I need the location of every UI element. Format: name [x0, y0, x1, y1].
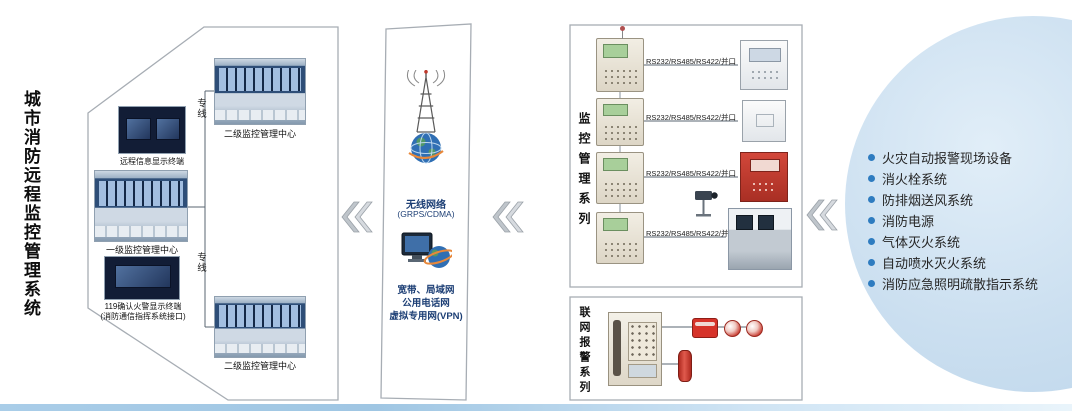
keypad: [750, 68, 778, 84]
caption-119-line2: (消防通信指挥系统接口): [100, 312, 186, 321]
monitor: [736, 215, 754, 231]
screen: [115, 265, 171, 289]
bus-label-4: RS232/RS485/RS422/并口: [645, 229, 737, 238]
alarm-sounder-icon: [746, 320, 763, 337]
caption-level2-top: 二级监控管理中心: [223, 129, 296, 139]
device-cabinet: [742, 100, 786, 142]
bullet-icon: [868, 154, 875, 161]
chevron-left-icon: [806, 199, 838, 231]
wired-network-line2: 公用电话网: [402, 298, 450, 309]
lcd-display: [602, 158, 629, 171]
feature-label: 消防电源: [882, 214, 935, 229]
display: [749, 47, 781, 63]
feature-item: 消防应急照明疏散指示系统: [868, 273, 1038, 294]
bullet-icon: [868, 259, 875, 266]
device-control-console: [728, 208, 792, 270]
dedicated-line-label-bottom: 专线: [195, 252, 206, 273]
bus-label-1: RS232/RS485/RS422/并口: [645, 57, 737, 66]
feature-label: 消火栓系统: [882, 172, 948, 187]
bus-lines: [644, 64, 738, 238]
keypad: [602, 124, 637, 141]
wireless-network-sublabel: (GRPS/CDMA): [397, 209, 455, 219]
feature-item: 消防电源: [868, 210, 1038, 231]
monitor-series-label: 监控管理系列: [577, 112, 591, 232]
emergency-phone-icon: [692, 318, 718, 338]
feature-label: 气体灭火系统: [882, 235, 961, 250]
left-panel-lines: [188, 90, 214, 328]
bullet-icon: [868, 196, 875, 203]
keypad: [602, 240, 637, 259]
phone-handset: [695, 321, 715, 327]
cctv-camera-icon: [695, 191, 718, 217]
caption-remote-display: 远程信息显示终端: [120, 157, 184, 166]
device-wall-panel: [740, 40, 788, 90]
bullet-icon: [868, 175, 875, 182]
device-fire-alarm-panel-3: [596, 152, 644, 204]
caption-119-line1: 119确认火警显示终端: [104, 302, 182, 311]
keypad: [602, 180, 637, 199]
feature-label: 消防应急照明疏散指示系统: [882, 277, 1039, 292]
chevron-left-icon: [492, 201, 524, 233]
photo-level2-center-top: [214, 58, 306, 125]
bullet-icon: [868, 280, 875, 287]
lcd-display: [602, 44, 629, 58]
feature-label: 防排烟送风系统: [882, 193, 974, 208]
photo-level2-center-bottom: [214, 296, 306, 358]
alarm-panel-outline: [569, 296, 803, 401]
page-title: 城市消防远程监控管理系统: [21, 90, 40, 318]
feature-list: 火灾自动报警现场设备 消火栓系统 防排烟送风系统 消防电源 气体灭火系统 自动喷…: [868, 147, 1038, 294]
device-fire-alarm-panel-4: [596, 212, 644, 264]
internet-globe-monitor-icon: [401, 232, 452, 268]
radio-tower-icon: [406, 70, 446, 164]
handset: [612, 320, 622, 377]
photo-119-terminal: [104, 256, 180, 300]
display: [627, 364, 657, 378]
bullet-icon: [868, 238, 875, 245]
alarm-sounder-icon: [724, 320, 741, 337]
feature-item: 消火栓系统: [868, 168, 1038, 189]
feature-item: 防排烟送风系统: [868, 189, 1038, 210]
monitor: [757, 215, 775, 231]
screen: [155, 118, 181, 141]
keypad: [602, 67, 637, 87]
chevron-left-icon: [341, 201, 373, 233]
device-fire-alarm-panel-1: [596, 26, 644, 92]
bottom-accent-bar: [0, 404, 1072, 411]
bus-label-3: RS232/RS485/RS422/并口: [645, 169, 737, 178]
device-fire-alarm-panel-2: [596, 98, 644, 146]
feature-item: 气体灭火系统: [868, 231, 1038, 252]
caption-level2-bottom: 二级监控管理中心: [223, 361, 296, 371]
display: [750, 158, 780, 173]
dedicated-line-label-top: 专线: [195, 98, 206, 119]
feature-label: 火灾自动报警现场设备: [882, 151, 1013, 166]
device-red-fire-cabinet: [740, 152, 788, 202]
device-alarm-host: [608, 312, 662, 386]
caption-level1-center: 一级监控管理中心: [105, 245, 178, 255]
alarm-series-label: 联网报警系列: [578, 306, 590, 396]
keypad: [627, 321, 657, 362]
feature-item: 火灾自动报警现场设备: [868, 147, 1038, 168]
bullet-icon: [868, 217, 875, 224]
bus-label-2: RS232/RS485/RS422/并口: [645, 113, 737, 122]
lcd-display: [602, 103, 629, 116]
alarm-strobe-column-icon: [678, 350, 692, 382]
feature-item: 自动喷水灭火系统: [868, 252, 1038, 273]
photo-remote-display-terminal: [118, 106, 186, 154]
wired-network-line3: 虚拟专用网(VPN): [389, 311, 463, 322]
keypad: [751, 180, 777, 195]
feature-label: 自动喷水灭火系统: [882, 256, 987, 271]
cabinet-door: [755, 113, 775, 127]
photo-level1-center: [94, 170, 188, 242]
wired-network-line1: 宽带、局域网: [397, 285, 455, 296]
screen: [125, 118, 152, 141]
antenna-icon: [620, 26, 626, 39]
lcd-display: [602, 218, 629, 231]
